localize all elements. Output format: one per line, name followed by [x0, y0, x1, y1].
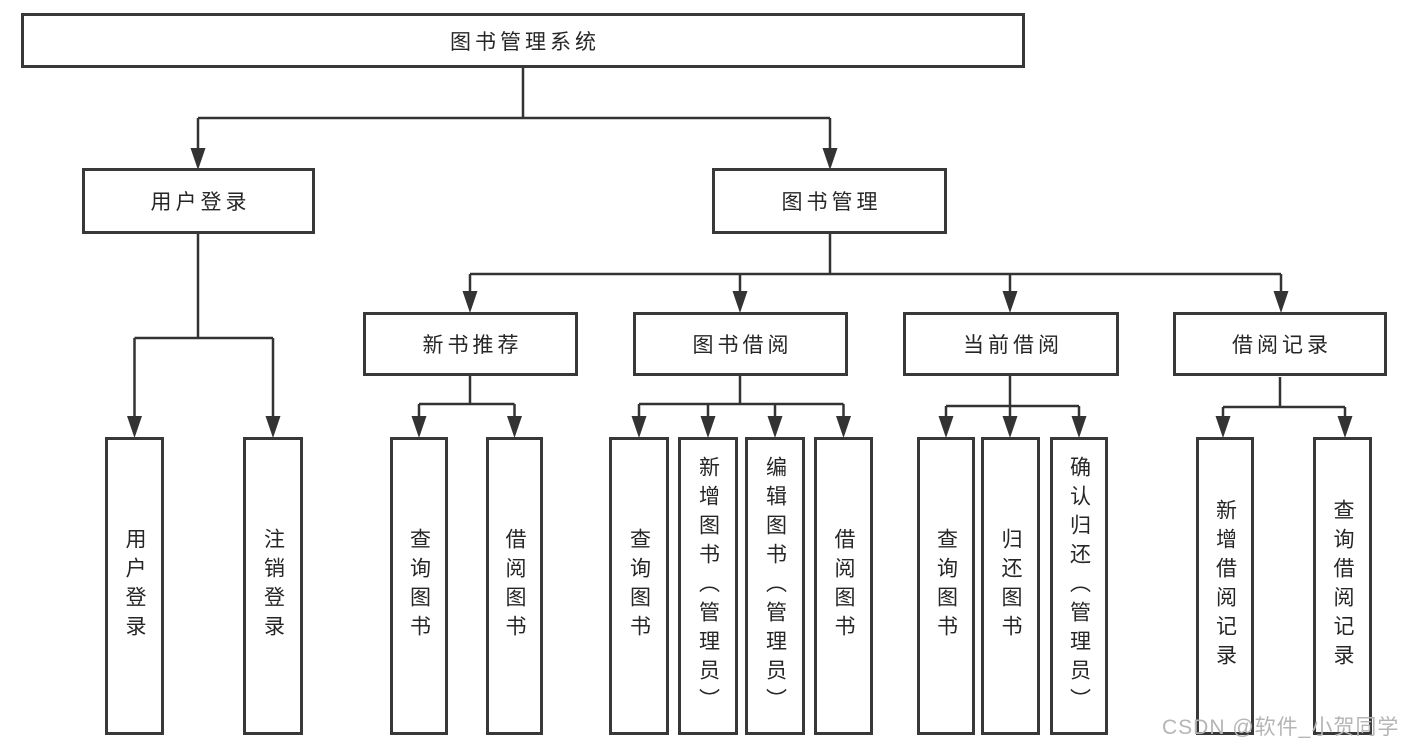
csdn-watermark: CSDN @软件_小贺同学 [1162, 716, 1400, 739]
leaf-label: 查询图书 [407, 528, 431, 644]
leaf-borrow-books-recommend: 借阅图书 [486, 437, 543, 735]
arrow-down-icon [732, 291, 748, 313]
arrow-down-icon [507, 416, 522, 438]
node-root-system: 图书管理系统 [21, 13, 1025, 68]
leaf-label: 归还图书 [999, 528, 1022, 644]
leaf-borrow-books: 借阅图书 [814, 437, 873, 735]
arrow-down-icon [1215, 416, 1231, 438]
arrow-down-icon [1071, 416, 1087, 438]
arrow-down-icon [411, 416, 427, 438]
connector-current-borrowing [944, 376, 1081, 416]
connector-borrowing-records [1221, 377, 1347, 416]
arrow-down-icon [127, 416, 142, 438]
leaf-logout: 注销登录 [243, 437, 303, 735]
leaf-label: 查询图书 [627, 528, 651, 644]
node-new-book-recommend: 新书推荐 [363, 312, 578, 376]
arrow-down-icon [767, 416, 783, 438]
arrow-down-icon [1002, 291, 1018, 313]
leaf-confirm-return-admin: 确认归还（管理员） [1050, 437, 1108, 735]
arrow-down-icon [190, 148, 206, 170]
node-book-management-module: 图书管理 [712, 168, 947, 234]
leaf-label: 查询图书 [934, 528, 958, 644]
arrow-down-icon [1337, 416, 1353, 438]
leaf-label: 用户登录 [123, 528, 146, 644]
leaf-label: 借阅图书 [503, 528, 526, 644]
node-user-login-module: 用户登录 [82, 168, 315, 234]
leaf-add-books-admin: 新增图书（管理员） [678, 437, 738, 735]
node-borrowing-records: 借阅记录 [1173, 312, 1387, 376]
arrow-down-icon [938, 416, 954, 438]
arrow-down-icon [462, 291, 478, 313]
leaf-return-books: 归还图书 [981, 437, 1040, 735]
arrow-down-icon [1273, 291, 1289, 313]
leaf-edit-books-admin: 编辑图书（管理员） [745, 437, 805, 735]
leaf-label: 确认归还（管理员） [1067, 455, 1091, 717]
leaf-user-login: 用户登录 [105, 437, 164, 735]
leaf-query-books-borrowing: 查询图书 [609, 437, 669, 735]
leaf-query-books-current: 查询图书 [917, 437, 975, 735]
leaf-label: 新增借阅记录 [1213, 499, 1237, 673]
leaf-label: 新增图书（管理员） [696, 455, 720, 717]
leaf-query-books-recommend: 查询图书 [390, 437, 448, 735]
connector-new-book-recommend [417, 376, 516, 416]
leaf-label: 查询借阅记录 [1331, 499, 1354, 673]
leaf-label: 编辑图书（管理员） [763, 455, 787, 717]
leaf-add-borrow-record: 新增借阅记录 [1196, 437, 1254, 735]
arrow-down-icon [836, 416, 851, 438]
arrow-down-icon [265, 416, 281, 438]
arrow-down-icon [700, 416, 716, 438]
leaf-query-borrow-record: 查询借阅记录 [1313, 437, 1372, 735]
arrow-down-icon [822, 148, 838, 170]
connector-user-module [133, 234, 275, 416]
node-book-borrowing: 图书借阅 [633, 312, 848, 376]
connector-book-module [468, 234, 1283, 291]
node-current-borrowing: 当前借阅 [903, 312, 1119, 376]
leaf-label: 借阅图书 [832, 528, 855, 644]
connector-root [196, 68, 832, 148]
connector-book-borrowing [637, 376, 845, 416]
leaf-label: 注销登录 [261, 528, 285, 644]
arrow-down-icon [631, 416, 647, 438]
arrow-down-icon [1002, 416, 1018, 438]
